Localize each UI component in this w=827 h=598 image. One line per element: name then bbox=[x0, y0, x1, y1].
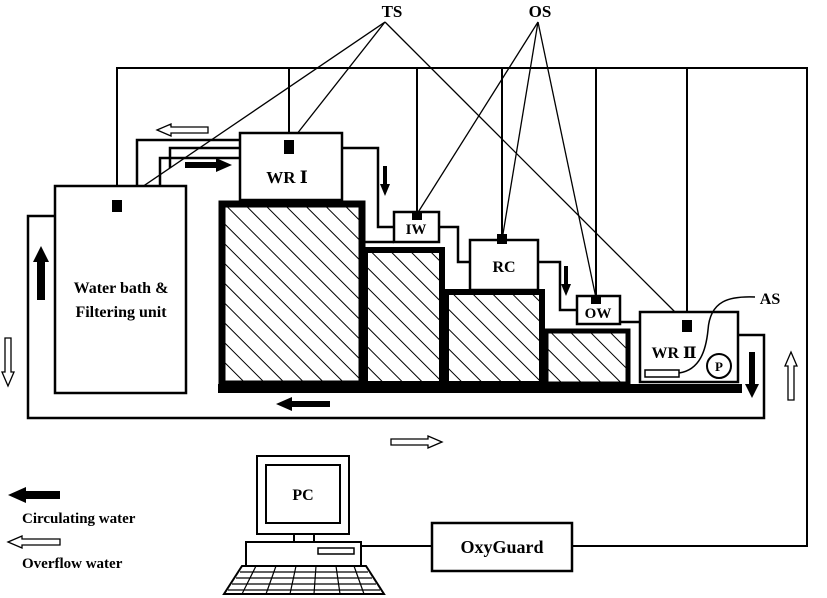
stepped-platform bbox=[218, 200, 742, 393]
inlet-pipe-wr1-lower bbox=[158, 156, 240, 192]
air-stone bbox=[644, 369, 680, 378]
iw-label: IW bbox=[406, 222, 427, 238]
as-label: AS bbox=[760, 291, 781, 308]
pump-label: P bbox=[715, 359, 723, 374]
air-line bbox=[678, 296, 756, 374]
os-leader-lines bbox=[416, 21, 597, 299]
circulating-return-loop bbox=[26, 214, 766, 420]
oxyguard-box bbox=[430, 521, 574, 573]
oxyguard-label: OxyGuard bbox=[460, 537, 543, 557]
overflow-arrow-top bbox=[155, 123, 209, 137]
iw-sensor bbox=[412, 212, 422, 220]
wr2-sensor bbox=[682, 320, 692, 332]
circulating-arrow-rc-out bbox=[561, 266, 571, 296]
ow-label: OW bbox=[585, 306, 612, 322]
wr2-label: WR Ⅱ bbox=[651, 345, 696, 362]
pc-label: PC bbox=[292, 487, 313, 504]
circulating-arrow-left bbox=[33, 246, 49, 300]
wr1-label: WR Ⅰ bbox=[266, 168, 308, 187]
legend-overflow-label: Overflow water bbox=[22, 556, 123, 572]
circulating-arrow-bottom bbox=[276, 397, 330, 411]
sensor-cable-frame bbox=[116, 67, 808, 547]
ts-label: TS bbox=[382, 2, 403, 21]
pipe-wr1-iw bbox=[342, 146, 394, 229]
overflow-arrow-bottom bbox=[390, 435, 444, 449]
pc-icon bbox=[222, 455, 386, 595]
pipe-iw-rc bbox=[439, 225, 470, 264]
circulating-arrow-right bbox=[745, 352, 759, 398]
inlet-pipe-wr1 bbox=[135, 138, 240, 192]
overflow-arrow-left bbox=[1, 337, 15, 388]
rc-label: RC bbox=[492, 259, 515, 276]
rc-sensor bbox=[497, 234, 507, 244]
water-bath-label-line2: Filtering unit bbox=[75, 304, 167, 321]
water-bath-box bbox=[53, 184, 188, 395]
pump-icon bbox=[706, 353, 732, 379]
overflow-arrow-right bbox=[784, 350, 798, 401]
ts-leader-lines bbox=[116, 21, 688, 325]
pipe-rc-ow bbox=[538, 260, 577, 312]
legend-circulating-label: Circulating water bbox=[22, 511, 136, 527]
water-bath-sensor bbox=[112, 200, 122, 212]
circulating-arrow-wr1 bbox=[185, 158, 232, 172]
overflow-return-loop bbox=[168, 146, 240, 168]
os-label: OS bbox=[529, 2, 552, 21]
water-bath-label-line1: Water bath & bbox=[74, 280, 169, 297]
legend-overflow-arrow bbox=[6, 535, 61, 549]
circulating-arrow-wr1-out bbox=[380, 166, 390, 196]
wr1-sensor bbox=[284, 140, 294, 154]
legend-circulating-arrow bbox=[8, 487, 60, 503]
ow-sensor bbox=[591, 296, 601, 304]
legend: Circulating water Overflow water bbox=[6, 487, 136, 572]
